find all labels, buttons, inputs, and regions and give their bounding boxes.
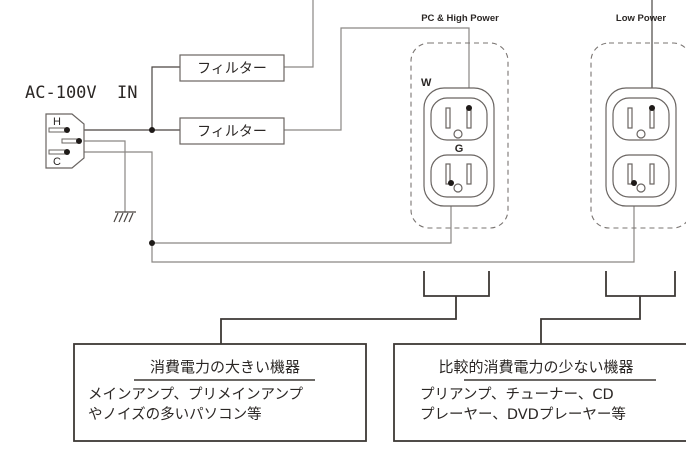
outlet-2 xyxy=(590,42,686,229)
filter-2: フィルター xyxy=(179,117,285,145)
hot-branch-wire xyxy=(151,66,180,130)
cold-junction xyxy=(149,240,155,246)
outlet-2-hot-terminal xyxy=(649,105,655,111)
outlet-1-g-label: G xyxy=(455,143,464,155)
outlet-2-cold-terminal xyxy=(631,180,637,186)
hot-junction xyxy=(149,127,155,133)
bracket-1 xyxy=(220,271,490,344)
bracket-2 xyxy=(540,271,676,344)
filter-2-label: フィルター xyxy=(197,124,267,140)
outlet-1-title: PC & High Power xyxy=(421,13,499,24)
hot-pin-label: H xyxy=(53,116,61,128)
ac-inlet: H C xyxy=(45,113,85,169)
low-power-line2: プレーヤー、DVDプレーヤー等 xyxy=(420,405,626,423)
high-power-heading: 消費電力の大きい機器 xyxy=(150,358,300,376)
ground-terminal xyxy=(76,138,82,144)
outlet-1-w-label: W xyxy=(421,77,432,89)
low-power-devices-box: 比較的消費電力の少ない機器 プリアンプ、チューナー、CD プレーヤー、DVDプレ… xyxy=(393,343,686,442)
high-power-line2: やノイズの多いパソコン等 xyxy=(88,405,262,423)
input-in-label: IN xyxy=(117,83,137,103)
filter1-output-wire xyxy=(284,0,314,68)
wires xyxy=(67,0,653,263)
outlet-1-hot-terminal xyxy=(466,105,472,111)
low-power-line1: プリアンプ、チューナー、CD xyxy=(420,386,614,403)
low-power-heading: 比較的消費電力の少ない機器 xyxy=(438,358,633,376)
ground-wire xyxy=(79,140,126,212)
hot-terminal xyxy=(64,127,70,133)
cold-wire xyxy=(67,151,635,263)
ground-symbol-icon xyxy=(113,211,136,223)
outlet-1-cold-terminal xyxy=(448,180,454,186)
high-power-devices-box: 消費電力の大きい機器 メインアンプ、プリメインアンプ やノイズの多いパソコン等 xyxy=(73,343,367,442)
filter-1-label: フィルター xyxy=(197,61,267,77)
outlet-2-title: Low Power xyxy=(616,13,666,24)
outlet-1: W G xyxy=(410,42,509,229)
high-power-line1: メインアンプ、プリメインアンプ xyxy=(88,386,304,403)
filter-1: フィルター xyxy=(179,54,285,82)
cold-terminal xyxy=(64,149,70,155)
filter2-output-wire xyxy=(284,27,470,131)
input-voltage-label: AC-100V xyxy=(25,83,97,103)
cold-branch-wire xyxy=(152,183,452,244)
cold-pin-label: C xyxy=(53,156,61,168)
